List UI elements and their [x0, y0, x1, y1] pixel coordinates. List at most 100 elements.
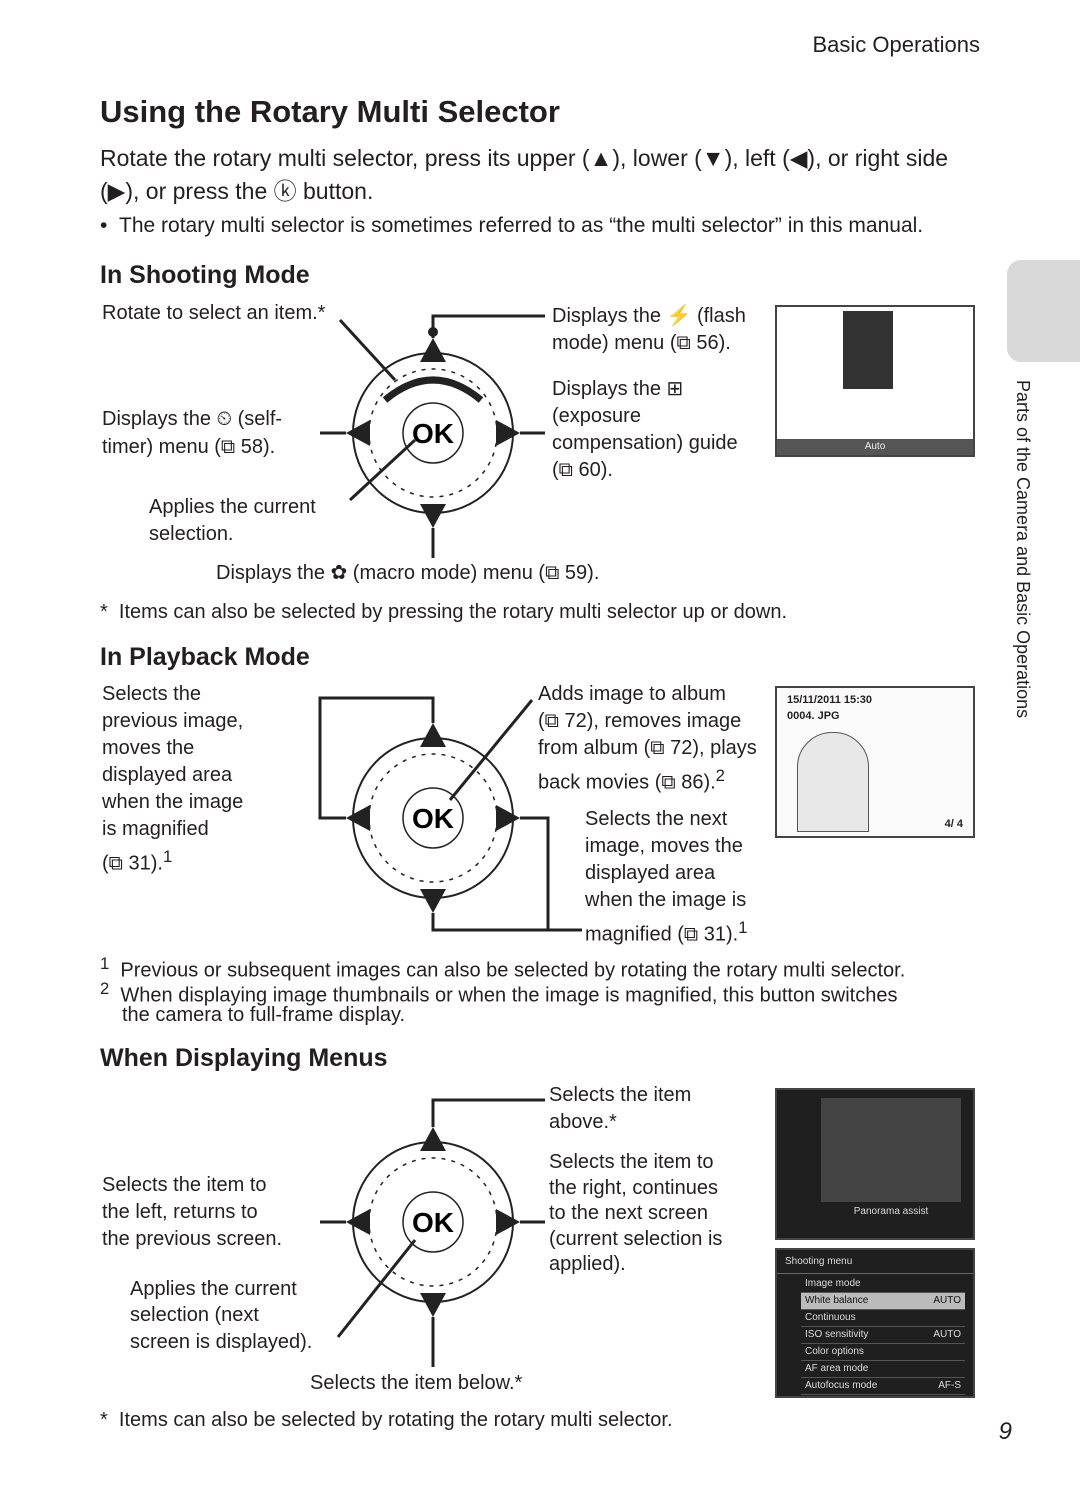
menu-right-line2: the right, continues: [549, 1177, 718, 1199]
menu-item[interactable]: AF area mode: [801, 1361, 965, 1378]
shooting-dial-diagram: OK: [320, 314, 545, 558]
label-line: (⧉ 72), removes image: [538, 710, 742, 732]
side-tab: [1007, 260, 1080, 362]
menus-dial-diagram: OK: [320, 1098, 545, 1367]
exposure-label-line4: (⧉ 60).: [552, 459, 613, 481]
menu-item-label: White balance: [805, 1295, 869, 1306]
left-arrow-icon: [346, 805, 370, 831]
scene-menu-label: Panorama assist: [853, 1206, 929, 1217]
menu-above-line1: Selects the item: [549, 1084, 692, 1106]
menu-below-label: Selects the item below.*: [310, 1372, 523, 1394]
screen-guide-label: Auto: [777, 439, 973, 455]
right-arrow-icon: [496, 420, 520, 446]
menu-item-label: Image mode: [805, 1278, 861, 1289]
menu-item-label: ISO sensitivity: [805, 1329, 869, 1340]
menu-item[interactable]: Image mode: [801, 1276, 965, 1293]
footnote-ref: 1: [162, 847, 173, 866]
selftimer-label-line1: Displays the ⏲ (self-: [102, 408, 283, 430]
up-arrow-icon: [420, 1127, 446, 1151]
menus-footnote: * Items can also be selected by rotating…: [100, 1409, 673, 1432]
playback-note2: 2 When displaying image thumbnails or wh…: [100, 979, 980, 1008]
menu-right-line3: to the next screen: [549, 1202, 708, 1224]
exposure-label-line1: Displays the ⊞: [552, 378, 684, 400]
playback-right-label: Selects the next image, moves the displa…: [585, 806, 748, 949]
bullet-note: • The rotary multi selector is sometimes…: [100, 214, 924, 237]
apply-label-line2: selection.: [149, 523, 234, 545]
rotate-label: Rotate to select an item.*: [102, 302, 326, 324]
svg-text:OK: OK: [412, 1207, 454, 1238]
footnote-mark: 2: [100, 979, 110, 998]
rotate-arc-icon: [382, 376, 484, 403]
down-arrow-icon: [420, 504, 446, 528]
playback-dial-diagram: OK: [318, 696, 582, 932]
menu-right-line5: applied).: [549, 1253, 626, 1275]
label-line: when the image: [102, 791, 244, 813]
menu-item[interactable]: ISO sensitivity AUTO: [801, 1327, 965, 1344]
menu-left-line1: Selects the item to: [102, 1174, 267, 1196]
menu-above-line2: above.*: [549, 1111, 617, 1133]
note-text: When displaying image thumbnails or when…: [120, 984, 898, 1007]
label-line: image, moves the: [585, 835, 743, 857]
menu-apply-line3: screen is displayed).: [130, 1331, 313, 1353]
right-arrow-icon: [496, 1209, 520, 1235]
scene-icon-grid: [821, 1098, 961, 1202]
menu-item-label: Color options: [805, 1346, 864, 1357]
label-line: from album (⧉ 72), plays: [538, 737, 757, 759]
svg-text:OK: OK: [412, 803, 454, 834]
macro-label: Displays the ✿ (macro mode) menu (⧉ 59).: [216, 562, 600, 584]
menu-left-line2: the left, returns to: [102, 1201, 258, 1223]
up-arrow-icon: [420, 338, 446, 362]
menu-item-label: Autofocus mode: [805, 1380, 878, 1391]
down-arrow-icon: [420, 1293, 446, 1317]
menu-item-selected[interactable]: White balance AUTO: [801, 1293, 965, 1310]
page-title: Using the Rotary Multi Selector: [100, 94, 560, 129]
menu-right-line4: (current selection is: [549, 1228, 723, 1250]
menu-item[interactable]: Autofocus mode AF-S: [801, 1378, 965, 1395]
menus-heading: When Displaying Menus: [100, 1044, 388, 1072]
menu-screen-title: Shooting menu: [777, 1250, 973, 1274]
menu-item[interactable]: Color options: [801, 1344, 965, 1361]
label-line: magnified (⧉ 31).: [585, 923, 739, 946]
footnote-text: Items can also be selected by pressing t…: [118, 601, 788, 623]
up-arrow-icon: [420, 723, 446, 747]
side-tab-label: Parts of the Camera and Basic Operations: [1012, 380, 1044, 760]
playback-note2-cont: the camera to full-frame display.: [122, 1004, 406, 1026]
portrait-image: [797, 732, 869, 832]
note-text: Previous or subsequent images can also b…: [120, 959, 906, 982]
menu-item-value: AUTO: [933, 1329, 961, 1340]
flash-label-line2: mode) menu (⧉ 56).: [552, 332, 731, 354]
menu-apply-line2: selection (next: [130, 1304, 259, 1326]
label-line: is magnified: [102, 818, 209, 840]
label-line: moves the: [102, 737, 195, 759]
shooting-footnote: * Items can also be selected by pressing…: [100, 601, 787, 624]
footnote-mark: *: [100, 601, 108, 623]
exposure-label-line2: (exposure: [552, 405, 641, 427]
menu-item[interactable]: Continuous: [801, 1310, 965, 1327]
screen-filename: 0004. JPG: [787, 710, 840, 722]
label-line: previous image,: [102, 710, 244, 732]
footnote-ref: 1: [738, 918, 748, 937]
page-number: 9: [998, 1418, 1012, 1445]
menu-item-value: AF-S: [938, 1380, 961, 1391]
playback-left-label: Selects the previous image, moves the di…: [102, 681, 243, 878]
playback-up-label: Adds image to album (⧉ 72), removes imag…: [538, 681, 757, 797]
flash-menu-icons: [843, 311, 893, 389]
menu-right-line1: Selects the item to: [549, 1151, 714, 1173]
screen-date: 15/11/2011 15:30: [787, 694, 873, 706]
label-line: Selects the: [102, 683, 201, 705]
side-tab-text: Parts of the Camera and Basic Operations: [1013, 380, 1033, 719]
apply-label-line1: Applies the current: [149, 496, 316, 518]
exposure-label-line3: compensation) guide: [552, 432, 738, 454]
left-arrow-icon: [346, 420, 370, 446]
playback-note1: 1 Previous or subsequent images can also…: [100, 954, 980, 983]
selftimer-label-line2: timer) menu (⧉ 58).: [102, 436, 276, 458]
menu-apply-line1: Applies the current: [130, 1278, 297, 1300]
left-arrow-icon: [346, 1209, 370, 1235]
playback-screen: 15/11/2011 15:30 0004. JPG 4/ 4: [775, 686, 975, 838]
running-header: Basic Operations: [812, 32, 980, 57]
menu-item-value: AUTO: [933, 1295, 961, 1306]
label-line: Selects the next: [585, 808, 728, 830]
scene-menu-screen: Panorama assist: [775, 1088, 975, 1240]
